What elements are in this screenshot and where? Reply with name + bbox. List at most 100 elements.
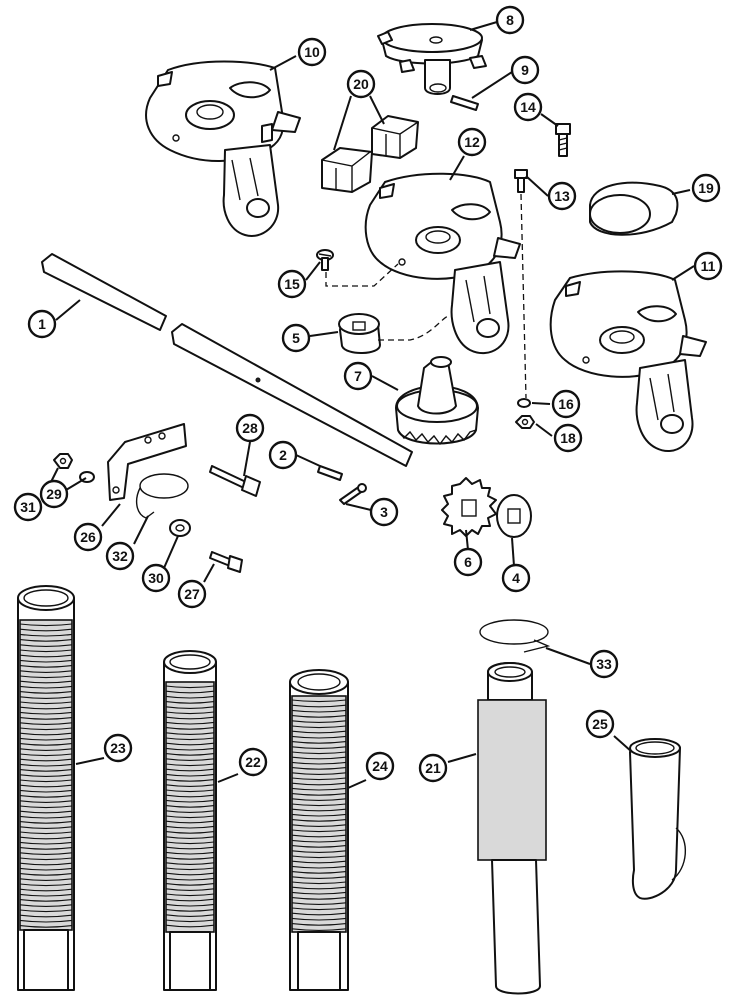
svg-text:4: 4: [512, 570, 520, 586]
svg-text:14: 14: [520, 99, 536, 115]
callout-6: 6: [453, 547, 483, 577]
svg-text:1: 1: [38, 316, 46, 332]
callout-3: 3: [369, 497, 399, 527]
callout-7: 7: [343, 361, 373, 391]
bracket-part-26: [107, 423, 187, 501]
alignment-lines: [325, 193, 527, 399]
housing-part-11: [549, 270, 707, 453]
bolt-part-27: [209, 551, 243, 573]
callout-18: 18: [553, 423, 583, 453]
clamp-part-33: [479, 619, 551, 653]
svg-text:23: 23: [110, 740, 126, 756]
housing-part-10: [145, 60, 301, 237]
callout-14: 14: [513, 92, 543, 122]
svg-text:13: 13: [554, 188, 570, 204]
nut-part-18: [515, 415, 535, 429]
svg-text:8: 8: [506, 12, 514, 28]
washer-part-16: [517, 398, 531, 408]
svg-text:25: 25: [592, 716, 608, 732]
svg-text:9: 9: [521, 62, 529, 78]
callout-28: 28: [235, 413, 265, 443]
svg-text:12: 12: [464, 134, 480, 150]
svg-text:29: 29: [46, 486, 62, 502]
cap-part-19: [589, 181, 679, 236]
hose-part-24: [289, 669, 349, 991]
svg-text:10: 10: [304, 44, 320, 60]
pin-part-9: [450, 95, 479, 111]
svg-text:15: 15: [284, 276, 300, 292]
hose-corrugations: [19, 623, 547, 931]
leader-lines: [41, 21, 695, 789]
svg-text:22: 22: [245, 754, 261, 770]
nozzle-part-25: [629, 738, 687, 900]
callout-24: 24: [365, 751, 395, 781]
gear-part-7: [395, 356, 479, 446]
callout-29: 29: [39, 479, 69, 509]
svg-text:7: 7: [354, 368, 362, 384]
svg-text:27: 27: [184, 586, 200, 602]
callout-22: 22: [238, 747, 268, 777]
svg-text:2: 2: [279, 447, 287, 463]
callout-23: 23: [103, 733, 133, 763]
svg-text:30: 30: [148, 570, 164, 586]
hose-part-23: [17, 585, 75, 991]
callout-11: 11: [693, 251, 723, 281]
callout-31: 31: [13, 492, 43, 522]
washer-part-4: [496, 494, 532, 538]
screw-part-15: [316, 249, 334, 271]
svg-text:32: 32: [112, 548, 128, 564]
callout-15: 15: [277, 269, 307, 299]
pin-part-2: [317, 465, 343, 481]
nut-part-31: [53, 453, 73, 469]
svg-text:11: 11: [701, 258, 716, 274]
svg-text:21: 21: [425, 760, 441, 776]
blocks-part-20: [321, 115, 419, 193]
cotter-pin-part-3: [339, 483, 367, 505]
callout-12: 12: [457, 127, 487, 157]
callout-9: 9: [510, 55, 540, 85]
callout-16: 16: [551, 389, 581, 419]
callout-26: 26: [73, 522, 103, 552]
svg-text:33: 33: [596, 656, 612, 672]
svg-text:28: 28: [242, 420, 258, 436]
bolt-part-13: [514, 169, 528, 193]
sprocket-part-6: [441, 477, 497, 537]
callout-27: 27: [177, 579, 207, 609]
callout-8: 8: [495, 5, 525, 35]
callout-32: 32: [105, 541, 135, 571]
svg-text:18: 18: [560, 430, 576, 446]
washer-part-30: [169, 519, 191, 537]
callout-1: 1: [27, 309, 57, 339]
svg-text:19: 19: [698, 180, 714, 196]
callout-4: 4: [501, 563, 531, 593]
svg-text:26: 26: [80, 529, 96, 545]
impeller-part-8: [377, 23, 487, 95]
svg-text:16: 16: [558, 396, 574, 412]
callout-25: 25: [585, 709, 615, 739]
bolt-part-28: [209, 465, 261, 497]
bushing-part-5: [338, 313, 381, 354]
bolt-part-14: [555, 123, 571, 157]
svg-text:31: 31: [20, 499, 36, 515]
callout-5: 5: [281, 323, 311, 353]
callout-21: 21: [418, 753, 448, 783]
callout-2: 2: [268, 440, 298, 470]
svg-text:5: 5: [292, 330, 300, 346]
svg-text:3: 3: [380, 504, 388, 520]
hose-part-21: [477, 662, 547, 995]
callout-13: 13: [547, 181, 577, 211]
svg-text:24: 24: [372, 758, 388, 774]
housing-part-12: [364, 172, 521, 355]
callout-30: 30: [141, 563, 171, 593]
svg-text:6: 6: [464, 554, 472, 570]
shaft-part-1: [41, 253, 413, 467]
clip-part-32: [135, 473, 189, 519]
callout-bubbles: 8 10 9 20 14 12 13 19 15 11 1 5 7 16 18 …: [13, 5, 723, 783]
callout-19: 19: [691, 173, 721, 203]
callout-20: 20: [346, 69, 376, 99]
callout-33: 33: [589, 649, 619, 679]
svg-text:20: 20: [353, 76, 369, 92]
callout-10: 10: [297, 37, 327, 67]
